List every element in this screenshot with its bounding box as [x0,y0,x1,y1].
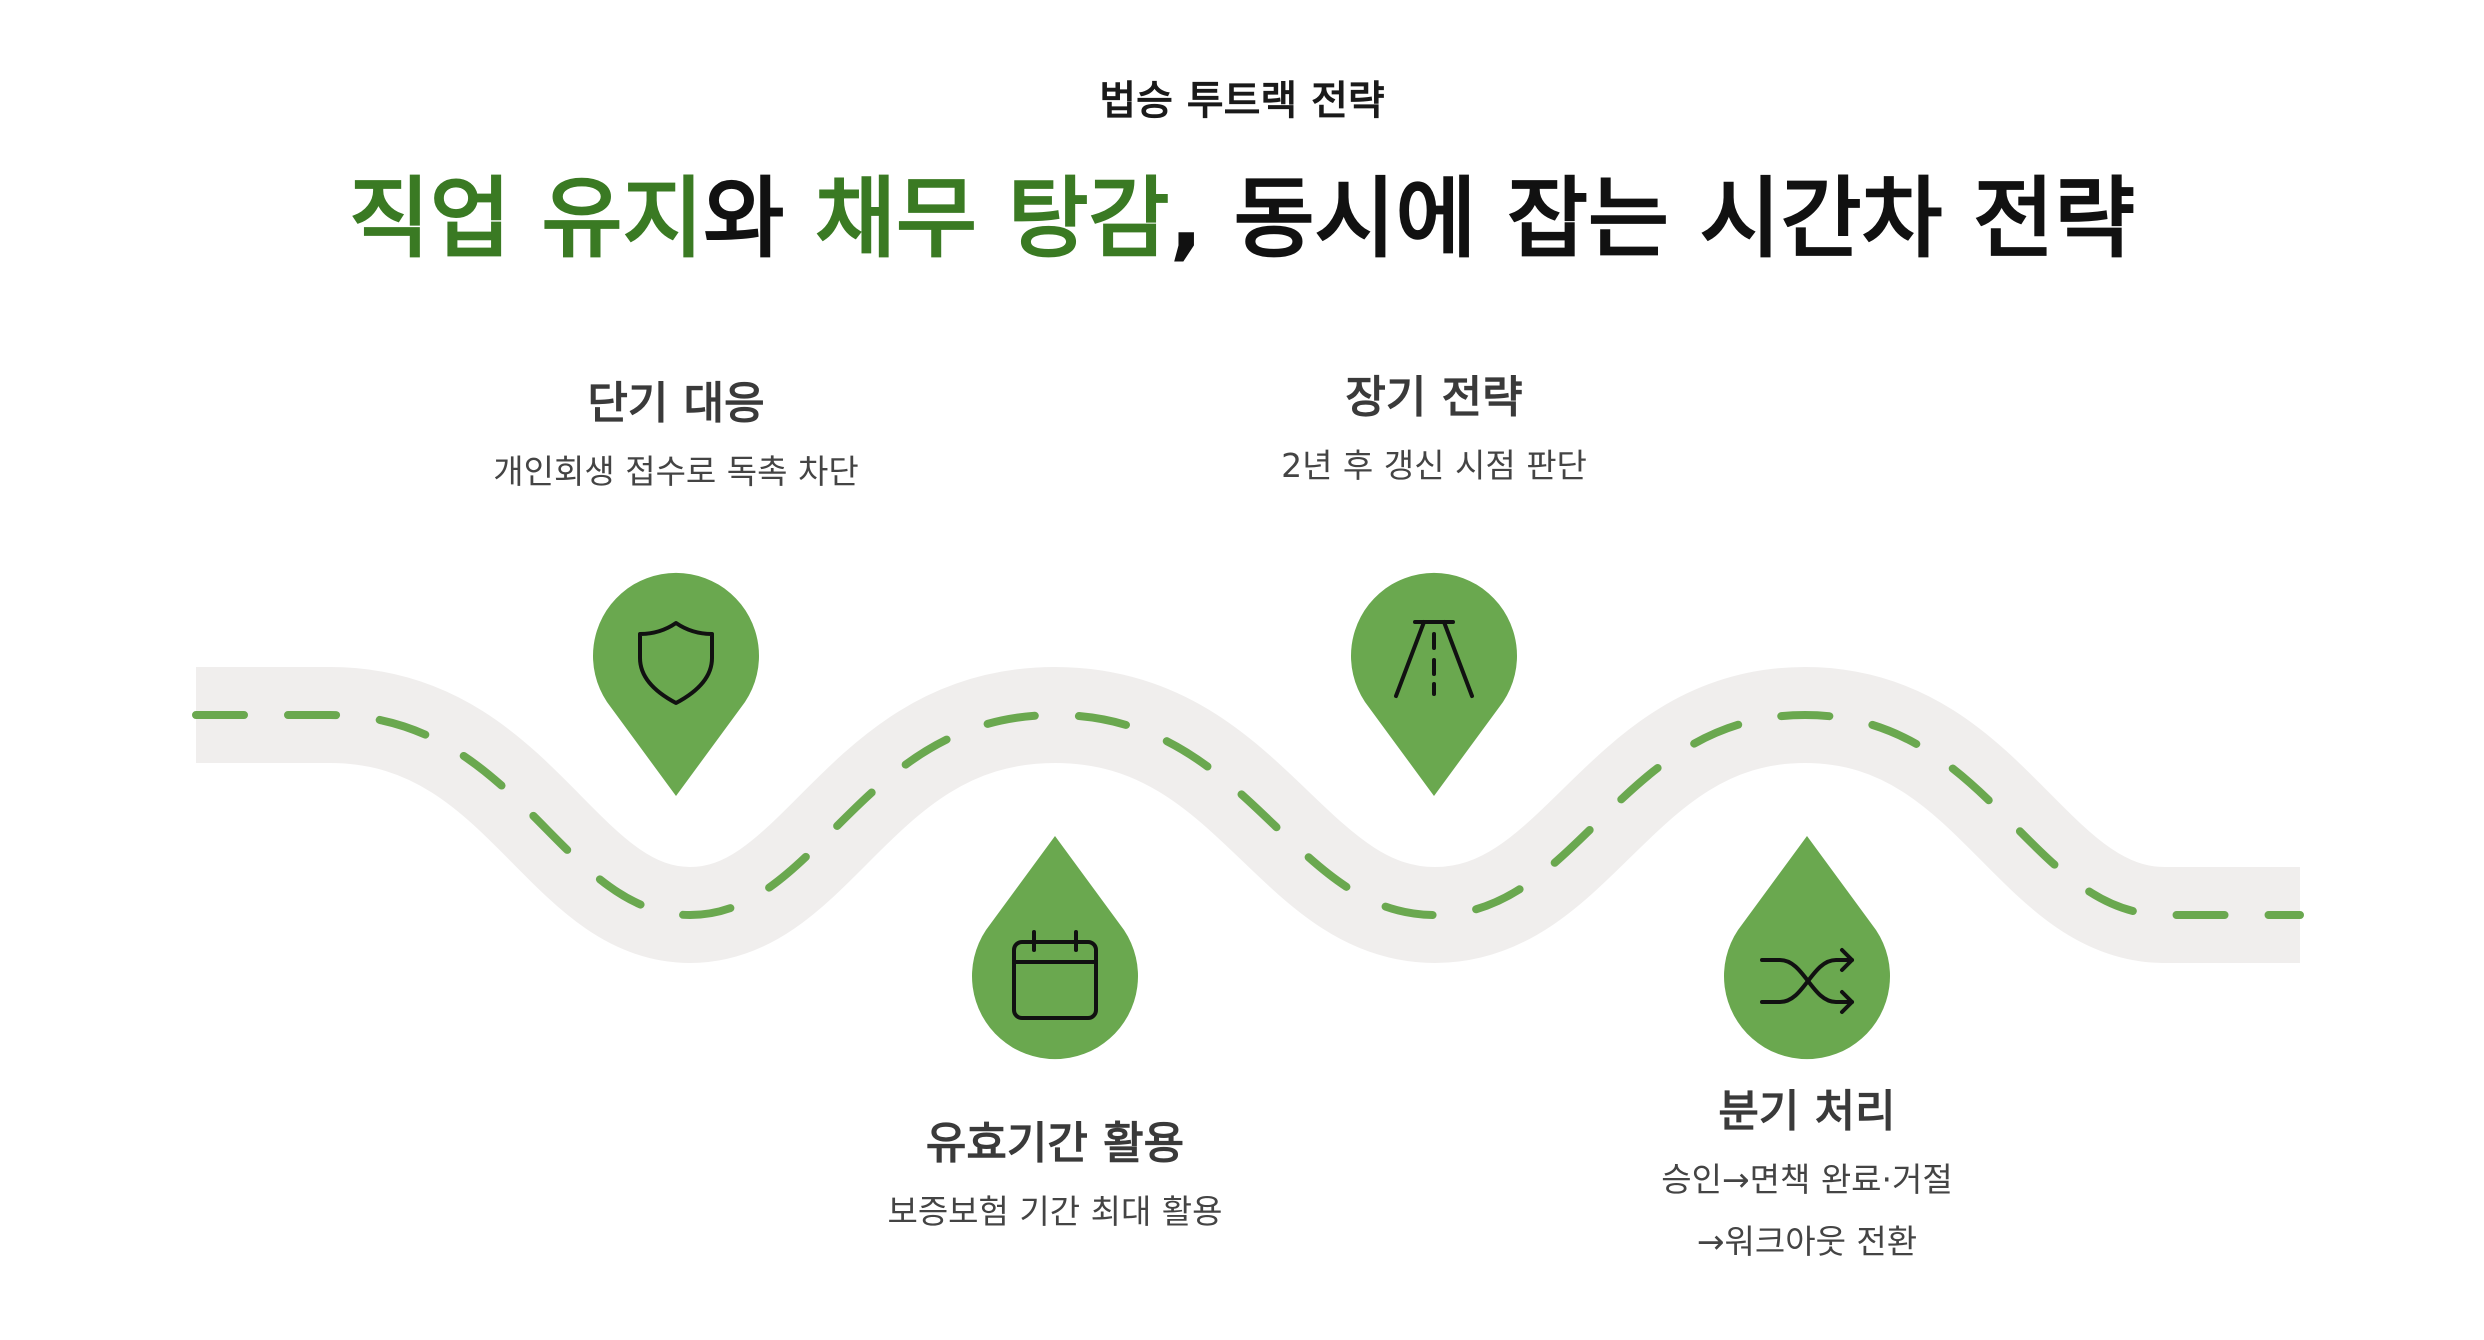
headline-highlight-debt: 채무 탕감 [815,167,1170,270]
milestone-pin-long-term [1351,572,1517,796]
milestone-pin-branch [1724,836,1890,1060]
milestone-description: 개인회생 접수로 독촉 차단 [493,451,859,491]
headline-rest: , 동시에 잡는 시간차 전략 [1169,167,2136,270]
road-center-dashes [192,710,2304,920]
pin-shape [1724,836,1890,1060]
milestone-title: 유효기간 활용 [925,1118,1185,1169]
milestone-pin-validity [972,836,1138,1060]
milestone-description: 보증보험 기간 최대 활용 [887,1191,1223,1231]
shield-icon [638,621,714,705]
milestone-label-long-term: 장기 전략 2년 후 갱신 시점 판단 [1134,372,1734,497]
pin-shape [972,836,1138,1060]
milestone-description-line: 승인→면책 완료·거절 [1661,1159,1953,1199]
diagram-headline: 직업 유지와 채무 탕감, 동시에 잡는 시간차 전략 [0,148,2484,275]
road-icon [1394,620,1474,698]
headline-highlight-job: 직업 유지 [348,167,704,270]
milestone-title: 단기 대응 [587,378,765,429]
milestone-pin-short-term [593,572,759,796]
milestone-description-line: →워크아웃 전환 [1696,1222,1918,1262]
milestone-label-validity: 유효기간 활용 보증보험 기간 최대 활용 [755,1118,1355,1243]
pin-shape [593,572,759,796]
headline-connector: 와 [703,167,816,270]
diagram-kicker: 법승 투트랙 전략 [1099,78,1385,124]
milestone-title: 분기 처리 [1718,1086,1896,1137]
milestone-description: 2년 후 갱신 시점 판단 [1281,445,1587,485]
milestone-description: 승인→면책 완료·거절 →워크아웃 전환 [1507,1149,2107,1274]
road-surface [196,666,2300,964]
milestone-label-branch: 분기 처리 승인→면책 완료·거절 →워크아웃 전환 [1507,1086,2107,1274]
calendar-icon [1012,930,1098,1020]
milestone-title: 장기 전략 [1345,372,1523,423]
milestone-label-short-term: 단기 대응 개인회생 접수로 독촉 차단 [376,378,976,503]
shuffle-icon [1760,948,1854,1014]
